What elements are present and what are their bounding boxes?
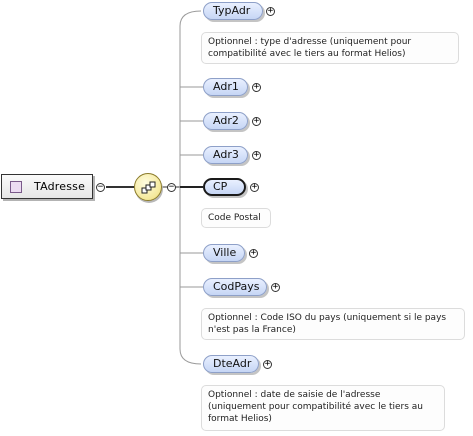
root-collapse-toggle[interactable]: − — [96, 182, 105, 192]
element-adr3[interactable]: Adr3 — [203, 146, 248, 164]
expand-adr1-toggle[interactable]: + — [252, 82, 261, 92]
element-codpays[interactable]: CodPays — [203, 278, 267, 296]
expand-dteadr-toggle[interactable]: + — [263, 359, 272, 369]
root-label: TAdresse — [34, 180, 86, 193]
annotation-cp: Code Postal — [201, 208, 271, 228]
expand-codpays-toggle[interactable]: + — [271, 282, 280, 292]
annotation-codpays: Optionnel : Code ISO du pays (uniquement… — [201, 308, 465, 340]
element-adr2[interactable]: Adr2 — [203, 112, 248, 130]
element-typadr[interactable]: TypAdr — [203, 2, 263, 20]
sequence-collapse-toggle[interactable]: − — [167, 182, 176, 192]
element-dteadr[interactable]: DteAdr — [203, 355, 259, 373]
sequence-compositor[interactable] — [134, 173, 162, 201]
expand-adr2-toggle[interactable]: + — [252, 116, 261, 126]
root-complex-type[interactable]: TAdresse — [1, 174, 93, 199]
element-adr1[interactable]: Adr1 — [203, 78, 248, 96]
expand-cp-toggle[interactable]: + — [250, 182, 259, 192]
element-ville[interactable]: Ville — [203, 244, 245, 262]
element-cp[interactable]: CP — [203, 178, 246, 196]
expand-adr3-toggle[interactable]: + — [252, 150, 261, 160]
complex-type-icon — [10, 180, 22, 193]
annotation-dteadr: Optionnel : date de saisie de l'adresse … — [201, 385, 445, 431]
expand-ville-toggle[interactable]: + — [249, 248, 258, 258]
annotation-typadr: Optionnel : type d'adresse (uniquement p… — [201, 32, 459, 64]
sequence-compositor-icon — [141, 181, 156, 194]
expand-typadr-toggle[interactable]: + — [266, 6, 275, 16]
